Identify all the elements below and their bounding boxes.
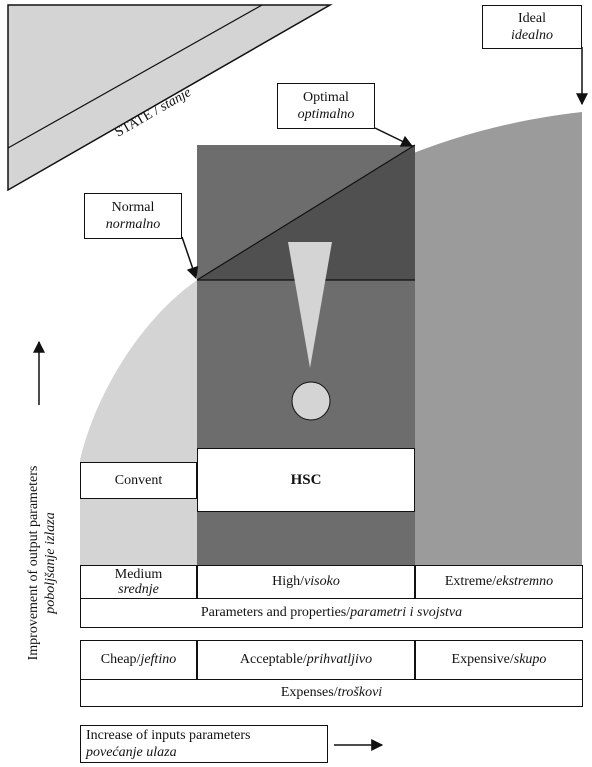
normal-label-local: normalno <box>105 217 161 232</box>
expensive-cell: Expensive / skupo <box>415 640 583 680</box>
ideal-label: Ideal <box>518 11 546 26</box>
ideal-label-local: idealno <box>511 28 553 43</box>
optimal-box: Optimal optimalno <box>277 83 375 129</box>
x-axis-label-local: povećanje ulaza <box>86 745 177 760</box>
exclamation-icon <box>288 242 332 368</box>
acceptable-cell: Acceptable / prihvatljivo <box>197 640 415 680</box>
exclamation-dot <box>291 381 331 421</box>
x-axis-label: Increase of inputs parameters <box>86 728 251 743</box>
extreme-cell: Extreme / ekstremno <box>415 565 583 599</box>
parameters-cell: Parameters and properties / parametri i … <box>80 598 583 628</box>
expenses-cell: Expenses / troškovi <box>80 679 583 707</box>
diagonal-line <box>196 144 416 281</box>
y-axis-label: Improvement of output parameters <box>26 465 41 661</box>
convent-cell: Convent <box>80 462 197 499</box>
light-region <box>80 280 197 565</box>
ideal-box: Ideal idealno <box>482 5 582 49</box>
optimal-arrow <box>374 127 414 147</box>
high-cell: High / visoko <box>197 565 415 599</box>
medium-cell: Medium srednje <box>80 565 197 599</box>
optimal-label-local: optimalno <box>297 107 355 122</box>
y-axis-label-local: poboljšanje izlaza <box>43 512 58 614</box>
y-axis-label-box: Improvement of output parameters poboljš… <box>25 413 65 713</box>
state-triangle <box>7 4 333 192</box>
state-triangle-line <box>7 4 263 149</box>
normal-label: Normal <box>111 200 155 215</box>
cheap-cell: Cheap / jeftino <box>80 640 197 680</box>
normal-box: Normal normalno <box>84 193 182 239</box>
x-axis-label-box: Increase of inputs parameters povećanje … <box>80 725 328 763</box>
normal-arrow <box>181 236 199 280</box>
optimal-label: Optimal <box>303 90 349 105</box>
hsc-cell: HSC <box>197 448 415 512</box>
